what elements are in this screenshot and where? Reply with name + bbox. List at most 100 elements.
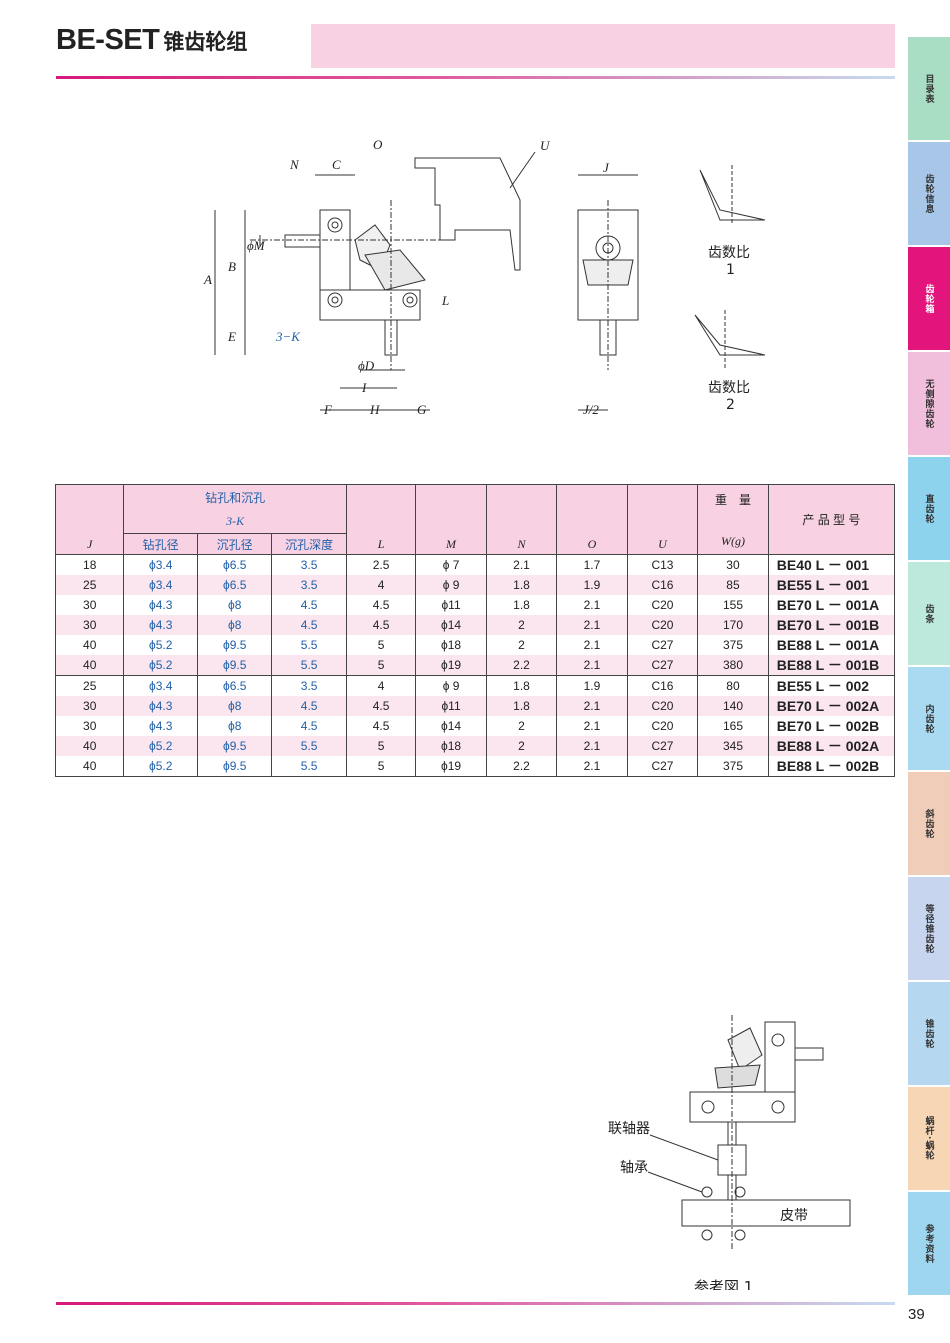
title-chinese: 锥齿轮组 <box>163 30 248 54</box>
cell-model: BE70 L － 002A <box>767 696 896 716</box>
cell-U: C27 <box>626 635 699 655</box>
cell-W: 170 <box>697 615 769 635</box>
side-tab-label: 齿轮箱 <box>923 283 934 314</box>
cell-drill: ϕ5.2 <box>123 736 198 756</box>
side-tab-1[interactable]: 目录表 <box>908 37 950 140</box>
cell-O: 1.9 <box>556 575 628 595</box>
cell-J: 30 <box>54 615 125 635</box>
side-tab-9[interactable]: 等径锥齿轮 <box>908 877 950 980</box>
cell-N: 2 <box>485 736 558 756</box>
cell-J: 30 <box>54 716 125 736</box>
side-tab-3[interactable]: 齿轮箱 <box>908 247 950 350</box>
cell-N: 1.8 <box>485 595 558 615</box>
side-tab-10[interactable]: 锥齿轮 <box>908 982 950 1085</box>
cell-drill: ϕ3.4 <box>123 554 198 575</box>
cell-cb: ϕ9.5 <box>196 635 273 655</box>
cell-N: 2.2 <box>485 655 558 676</box>
cell-W: 375 <box>697 756 769 777</box>
cell-O: 2.1 <box>556 736 628 756</box>
cell-model: BE70 L － 001A <box>767 595 896 615</box>
cell-M: ϕ14 <box>415 615 487 635</box>
technical-drawing: O U N C J ϕM A B E L 3−K ϕD I F H G J/2 … <box>203 137 766 417</box>
cell-depth: 5.5 <box>271 756 347 777</box>
side-tab-label: 内齿轮 <box>923 703 934 734</box>
cell-M: ϕ 9 <box>415 575 487 595</box>
cell-model: BE88 L － 002A <box>767 736 896 756</box>
cell-N: 2.1 <box>485 554 558 575</box>
side-tab-label: 等径锥齿轮 <box>923 903 934 954</box>
cell-M: ϕ18 <box>415 635 487 655</box>
cell-M: ϕ19 <box>415 756 487 777</box>
side-tab-label: 直齿轮 <box>923 493 934 524</box>
weight-label: 重 量 <box>714 493 751 507</box>
cell-depth: 4.5 <box>271 615 347 635</box>
col-header-cb-depth: 沉孔深度 <box>271 533 347 555</box>
cell-W: 140 <box>697 696 769 716</box>
cell-O: 2.1 <box>556 595 628 615</box>
side-tab-11[interactable]: 蜗杆·蜗轮 <box>908 1087 950 1190</box>
cell-drill: ϕ5.2 <box>123 756 198 777</box>
col-header-M: M <box>415 484 487 555</box>
cell-cb: ϕ8 <box>196 595 273 615</box>
cell-M: ϕ 7 <box>415 554 487 575</box>
cell-J: 30 <box>54 595 125 615</box>
ratio1-value: 1 <box>726 262 735 278</box>
cell-model: BE70 L － 002B <box>767 716 896 736</box>
side-tab-6[interactable]: 齿条 <box>908 562 950 665</box>
cell-M: ϕ14 <box>415 716 487 736</box>
col-header-L: L <box>345 484 417 555</box>
cell-cb: ϕ9.5 <box>196 756 273 777</box>
side-tab-8[interactable]: 斜齿轮 <box>908 772 950 875</box>
cell-N: 1.8 <box>485 696 558 716</box>
side-tab-label: 齿条 <box>923 603 934 624</box>
col-header-U: U <box>626 484 699 555</box>
cell-J: 25 <box>54 575 125 595</box>
dim-label-C: C <box>332 157 341 172</box>
cell-N: 1.8 <box>485 675 558 696</box>
dim-label-F: F <box>323 402 333 417</box>
side-tab-label: 蜗杆·蜗轮 <box>923 1116 934 1161</box>
cell-J: 40 <box>54 756 125 777</box>
col-header-N: N <box>485 484 558 555</box>
cell-L: 4.5 <box>345 716 417 736</box>
cell-L: 2.5 <box>345 554 417 575</box>
cell-W: 345 <box>697 736 769 756</box>
dim-label-I: I <box>361 380 367 395</box>
ref-label-coupling: 联轴器 <box>608 1121 650 1137</box>
side-tab-12[interactable]: 参考资料 <box>908 1192 950 1295</box>
col-header-J: J <box>54 484 125 555</box>
cell-L: 5 <box>345 736 417 756</box>
side-tab-2[interactable]: 齿轮信息 <box>908 142 950 245</box>
side-tab-label: 无侧隙齿轮 <box>923 378 934 429</box>
dim-label-A: A <box>203 272 212 287</box>
side-tab-7[interactable]: 内齿轮 <box>908 667 950 770</box>
dim-label-D: ϕD <box>358 358 375 373</box>
cell-U: C13 <box>626 554 699 575</box>
cell-L: 5 <box>345 635 417 655</box>
cell-model: BE55 L － 001 <box>767 575 896 595</box>
ref-label-bearing: 轴承 <box>620 1160 648 1176</box>
cell-M: ϕ11 <box>415 696 487 716</box>
cell-M: ϕ 9 <box>415 675 487 696</box>
cell-J: 30 <box>54 696 125 716</box>
cell-drill: ϕ5.2 <box>123 635 198 655</box>
header-rule <box>56 76 895 79</box>
cell-L: 5 <box>345 756 417 777</box>
ratio1-label: 齿数比 <box>708 245 750 261</box>
cell-U: C20 <box>626 595 699 615</box>
cell-cb: ϕ9.5 <box>196 655 273 676</box>
side-tab-5[interactable]: 直齿轮 <box>908 457 950 560</box>
page-number: 39 <box>908 1306 925 1323</box>
cell-depth: 4.5 <box>271 696 347 716</box>
col-header-O: O <box>556 484 628 555</box>
dim-label-G: G <box>417 402 427 417</box>
dim-label-U: U <box>540 138 551 153</box>
cell-J: 25 <box>54 675 125 696</box>
dim-label-K: 3−K <box>275 329 301 344</box>
dim-label-B: B <box>228 259 236 274</box>
side-tab-4[interactable]: 无侧隙齿轮 <box>908 352 950 455</box>
